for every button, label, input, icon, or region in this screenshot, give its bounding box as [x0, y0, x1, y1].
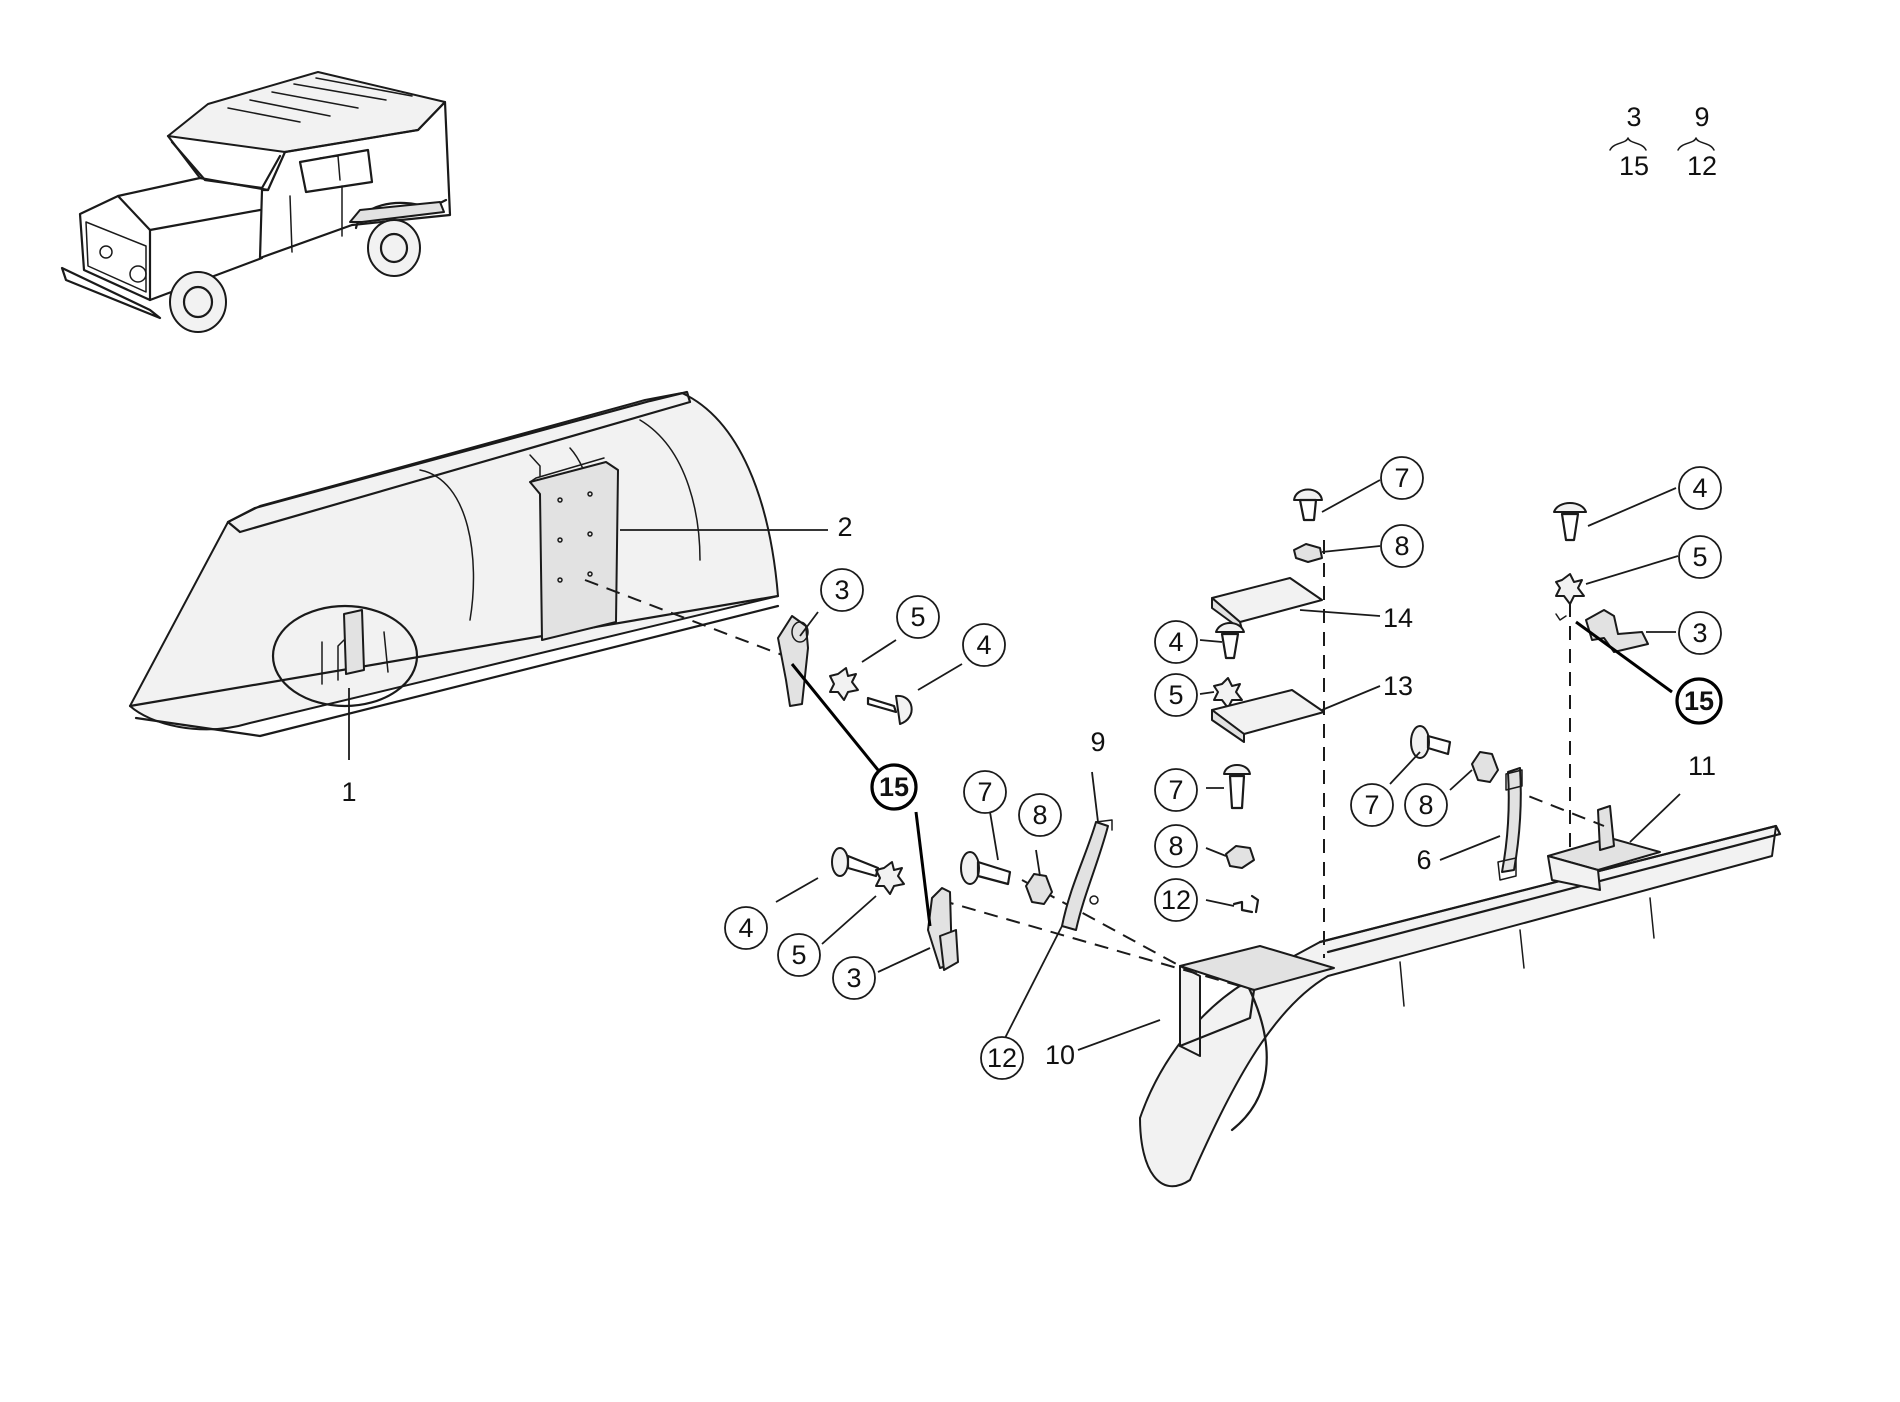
callout-15-right: 15	[1684, 686, 1714, 716]
callout-14: 14	[1383, 603, 1413, 633]
callout-6: 6	[1416, 845, 1431, 875]
callout-4-upper: 4	[976, 630, 991, 660]
callout-8-top: 8	[1394, 531, 1409, 561]
callout-7-center: 7	[1168, 775, 1183, 805]
hardware-left-cluster	[777, 615, 1113, 971]
callout-1: 1	[341, 777, 356, 807]
callout-8-center: 8	[1168, 831, 1183, 861]
callout-7-left: 7	[977, 777, 992, 807]
callout-2: 2	[837, 512, 852, 542]
callout-12-center: 12	[1161, 885, 1191, 915]
callout-3-lower: 3	[846, 963, 861, 993]
legend-left-bottom: 15	[1619, 151, 1649, 181]
legend-right-top: 9	[1694, 102, 1709, 132]
vehicle-thumbnail-icon	[60, 71, 452, 333]
callout-legend: 3 15 9 12	[1609, 102, 1717, 181]
callout-11: 11	[1688, 751, 1716, 781]
callout-15-left: 15	[879, 772, 909, 802]
callout-12-left: 12	[987, 1043, 1017, 1073]
callout-7-top: 7	[1394, 463, 1409, 493]
callout-7-right: 7	[1364, 790, 1379, 820]
callouts: 1 2 9 10 14 13 11 6 3 5 4 15 7 8 4 5 3 1…	[341, 456, 1723, 1080]
callout-5-upper: 5	[910, 602, 925, 632]
callout-9: 9	[1090, 727, 1105, 757]
callout-8-left: 8	[1032, 800, 1047, 830]
callout-5-right: 5	[1692, 542, 1707, 572]
callout-3-upper: 3	[834, 575, 849, 605]
callout-3-right: 3	[1692, 618, 1707, 648]
callout-4-center: 4	[1168, 627, 1183, 657]
hardware-center-cluster	[1211, 488, 1325, 914]
callout-4-right: 4	[1692, 473, 1707, 503]
left-wheel-arch-panel	[128, 390, 780, 738]
hardware-right-cluster	[1410, 502, 1649, 881]
callout-13: 13	[1383, 671, 1413, 701]
callout-5-lower: 5	[791, 940, 806, 970]
callout-10: 10	[1045, 1040, 1075, 1070]
callout-4-lower: 4	[738, 913, 753, 943]
callout-8-right: 8	[1418, 790, 1433, 820]
legend-right-bottom: 12	[1687, 151, 1717, 181]
legend-left-top: 3	[1626, 102, 1641, 132]
callout-5-center: 5	[1168, 680, 1183, 710]
right-running-board	[1139, 805, 1782, 1188]
leader-lines	[348, 479, 1681, 1051]
